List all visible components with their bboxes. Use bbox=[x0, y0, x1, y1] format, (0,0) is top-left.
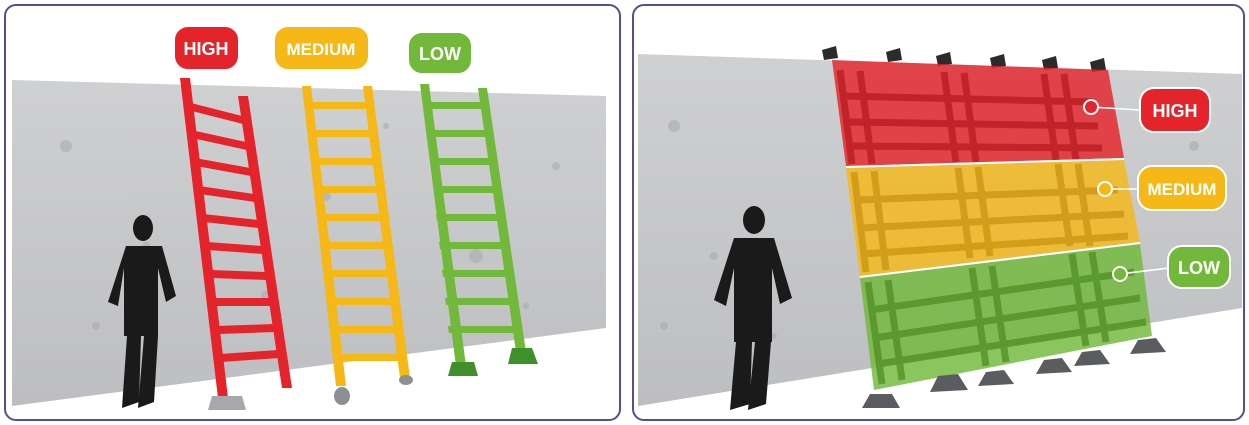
ladder-low-foot bbox=[508, 348, 538, 364]
label-high: HIGH bbox=[174, 26, 239, 70]
label-medium: MEDIUM bbox=[274, 26, 369, 70]
ladder-medium-foot bbox=[399, 375, 413, 385]
left-panel: HIGH MEDIUM LOW bbox=[4, 4, 621, 421]
right-panel: HIGH MEDIUM LOW bbox=[632, 4, 1245, 421]
ladder-high-foot bbox=[208, 396, 246, 410]
ladder-medium-foot bbox=[334, 387, 350, 405]
svg-text:MEDIUM: MEDIUM bbox=[287, 40, 356, 59]
svg-text:LOW: LOW bbox=[1178, 258, 1220, 278]
svg-text:HIGH: HIGH bbox=[1153, 101, 1198, 121]
label-low: LOW bbox=[1168, 246, 1230, 288]
scaffold-illustration: HIGH MEDIUM LOW bbox=[634, 6, 1245, 421]
label-high: HIGH bbox=[1140, 88, 1210, 132]
svg-text:LOW: LOW bbox=[419, 44, 461, 64]
ladder-low-foot bbox=[448, 362, 478, 376]
svg-text:HIGH: HIGH bbox=[184, 39, 229, 59]
ladders-illustration: HIGH MEDIUM LOW bbox=[6, 6, 621, 421]
label-medium: MEDIUM bbox=[1138, 166, 1226, 210]
svg-text:MEDIUM: MEDIUM bbox=[1148, 180, 1217, 199]
label-low: LOW bbox=[408, 32, 472, 74]
